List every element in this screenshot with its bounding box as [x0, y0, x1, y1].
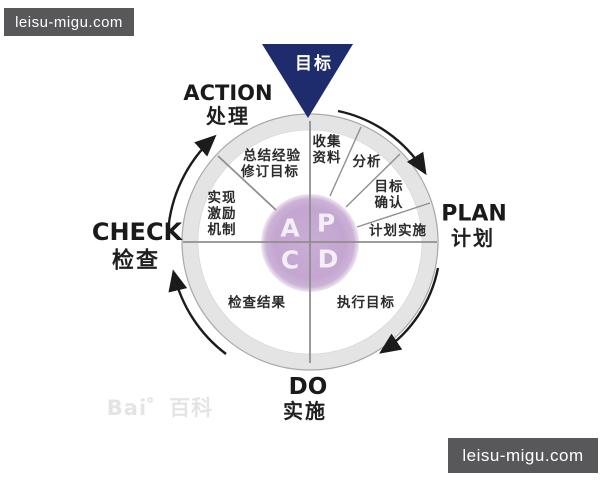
phase-action-en: ACTION: [183, 81, 272, 105]
baidu-watermark: Bai゜百科: [107, 396, 213, 420]
label-incentive-3: 机制: [208, 221, 237, 238]
label-analyze: 分析: [353, 153, 382, 170]
label-collect-1: 收集: [313, 133, 342, 150]
label-incentive-2: 激励: [208, 205, 237, 222]
goal-label: 目标: [295, 53, 333, 74]
phase-action-zh: 处理: [205, 104, 250, 128]
label-plan-implement: 计划实施: [369, 222, 427, 239]
divider-collect-analyze: [329, 126, 362, 197]
divider-action: [217, 155, 277, 211]
label-incentive-1: 实现: [208, 189, 237, 206]
label-check-result: 检查结果: [228, 294, 286, 311]
banner-text: leisu-migu.com: [15, 13, 123, 31]
letter-a: A: [280, 214, 300, 243]
phase-check-zh: 检查: [112, 248, 160, 274]
phase-do-zh: 实施: [283, 399, 327, 423]
letter-d: D: [318, 245, 339, 274]
watermark-banner-bottom-right: leisu-migu.com: [448, 438, 598, 473]
label-collect-2: 资料: [313, 149, 342, 166]
label-summarize-2: 修订目标: [240, 163, 299, 180]
phase-do-en: DO: [289, 374, 328, 400]
arrow-check-to-action: [166, 134, 217, 233]
segment-labels: 总结经验 修订目标 收集 资料 分析 目标 确认 计划实施 实现 激励 机制 检…: [208, 133, 427, 311]
label-confirm-2: 确认: [375, 194, 404, 211]
cycle-arrows: [166, 109, 440, 355]
arrow-plan-to-do: [379, 267, 440, 354]
phase-plan-en: PLAN: [441, 202, 507, 227]
letter-p: P: [317, 209, 335, 238]
banner-text: leisu-migu.com: [462, 445, 584, 465]
divider-confirm-implement: [356, 202, 431, 228]
arrow-do-to-check: [168, 269, 227, 355]
arrow-goal-to-plan: [337, 109, 427, 176]
goal-triangle: [262, 44, 353, 118]
label-summarize-1: 总结经验: [243, 147, 301, 164]
divider-analyze-confirm: [345, 153, 401, 208]
divider-lines: [183, 121, 437, 363]
phase-plan-zh: 计划: [451, 226, 495, 250]
label-confirm-1: 目标: [375, 178, 404, 195]
label-execute-goal: 执行目标: [337, 294, 395, 311]
letter-c: C: [281, 246, 299, 275]
watermark-banner-top-left: leisu-migu.com: [4, 8, 134, 36]
center-letters: A P C D: [280, 209, 338, 275]
